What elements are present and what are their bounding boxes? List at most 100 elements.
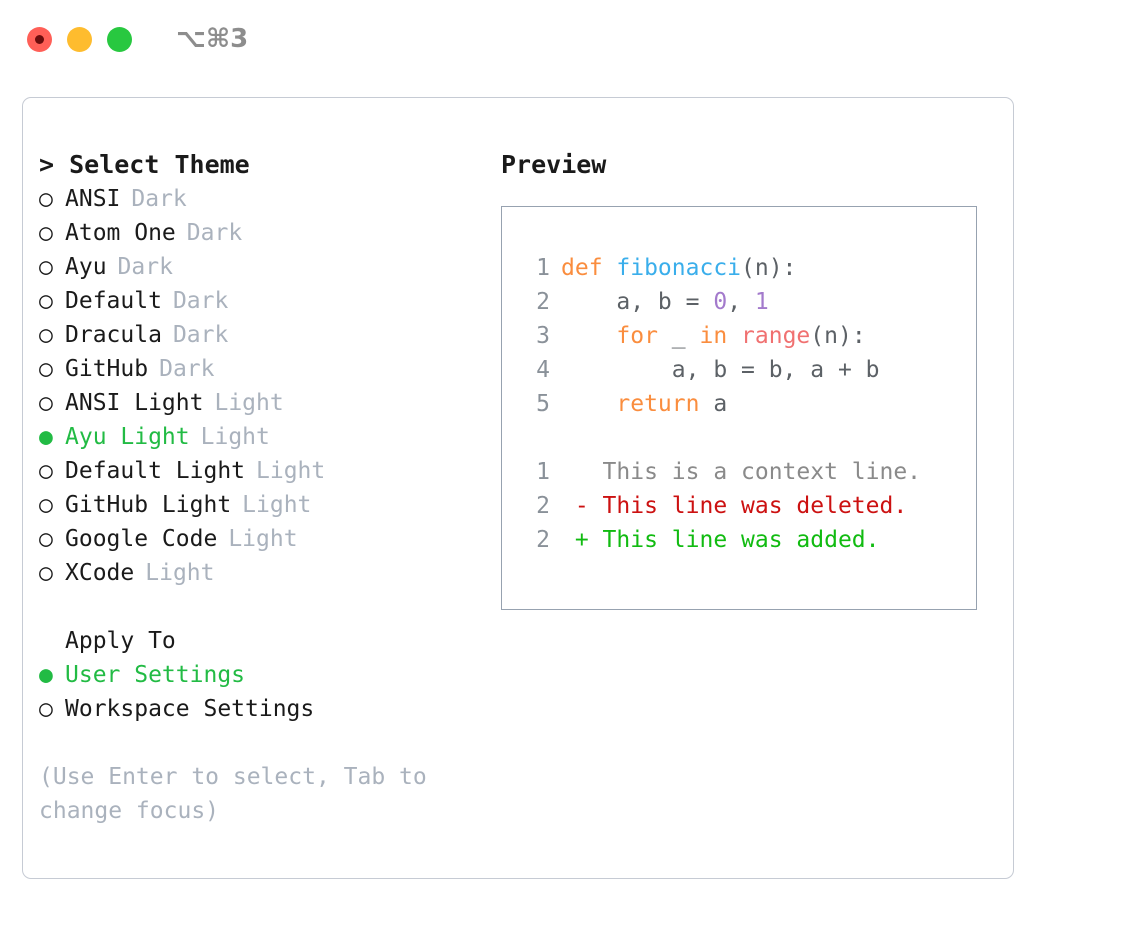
maximize-button[interactable] [107, 26, 132, 52]
radio-unselected-icon: ○ [39, 254, 53, 280]
radio-selected-icon: ● [39, 424, 53, 450]
theme-option-label: Google Code [65, 526, 218, 552]
radio-unselected-icon: ○ [39, 560, 53, 586]
apply-to-option-workspace-settings[interactable]: ○ Workspace Settings [39, 692, 499, 726]
theme-option-google-code[interactable]: ○ Google Code Light [39, 522, 499, 556]
theme-option-github-light[interactable]: ○ GitHub Light Light [39, 488, 499, 522]
title-bar: ⌥⌘3 [0, 0, 1140, 78]
radio-unselected-icon: ○ [39, 288, 53, 314]
token-txt [561, 391, 616, 417]
radio-unselected-icon: ○ [39, 356, 53, 382]
theme-option-tag: Dark [131, 186, 187, 212]
radio-unselected-icon: ○ [39, 458, 53, 484]
code-line: 2 a, b = 0, 1 [520, 285, 976, 319]
code-line-content: for _ in range(n): [561, 319, 866, 353]
radio-selected-icon: ● [39, 662, 53, 688]
theme-option-tag: Light [256, 458, 326, 484]
keyboard-hint-text: (Use Enter to select, Tab to change focu… [39, 764, 427, 824]
radio-unselected-icon: ○ [39, 526, 53, 552]
token-txt: (n): [810, 323, 866, 349]
code-line: 5 return a [520, 387, 976, 421]
code-line-content: return a [561, 387, 727, 421]
radio-unselected-icon: ○ [39, 492, 53, 518]
line-number: 2 [536, 527, 550, 553]
recording-indicator-icon [35, 34, 44, 44]
close-button[interactable] [27, 26, 52, 52]
token-txt [561, 323, 616, 349]
diff-line: 2 + This line was added. [520, 523, 976, 557]
theme-option-tag: Dark [172, 322, 229, 348]
minimize-button[interactable] [67, 26, 92, 52]
code-line-content: + This line was added. [561, 523, 880, 557]
token-del: - This line was deleted. [561, 493, 908, 519]
apply-to-option-user-settings[interactable]: ● User Settings [39, 658, 499, 692]
theme-option-label: Ayu Light [65, 424, 190, 450]
theme-option-tag: Dark [159, 356, 215, 382]
theme-option-label: Ayu [65, 254, 107, 280]
theme-option-label: Default Light [65, 458, 246, 484]
line-number: 3 [536, 323, 550, 349]
apply-to-option-label: User Settings [65, 662, 246, 688]
theme-option-dracula[interactable]: ○ Dracula Dark [39, 318, 499, 352]
token-kw: in [699, 323, 728, 349]
theme-option-label: GitHub Light [65, 492, 232, 518]
apply-to-option-label: Workspace Settings [65, 696, 315, 722]
code-line-content: a, b = 0, 1 [561, 285, 768, 319]
token-fn: fibonacci [616, 255, 742, 281]
diff-line: 2 - This line was deleted. [520, 489, 976, 523]
code-line-content: - This line was deleted. [561, 489, 907, 523]
apply-to-list[interactable]: ● User Settings ○ Workspace Settings [39, 658, 499, 726]
keyboard-shortcut-label: ⌥⌘3 [176, 24, 249, 54]
preview-header: Preview [501, 150, 607, 179]
theme-option-default-light[interactable]: ○ Default Light Light [39, 454, 499, 488]
line-number: 4 [536, 357, 550, 383]
token-txt: _ [657, 323, 700, 349]
radio-unselected-icon: ○ [39, 322, 53, 348]
line-number: 2 [536, 289, 550, 315]
apply-to-header: Apply To [65, 628, 176, 654]
diff-sample: 1 This is a context line. 2 - This line w… [520, 455, 976, 557]
token-txt: a, b = b, a + b [561, 357, 880, 383]
line-number: 1 [536, 459, 550, 485]
theme-option-tag: Light [228, 526, 298, 552]
token-add: + This line was added. [561, 527, 880, 553]
theme-option-label: Dracula [65, 322, 162, 348]
token-kw: for [616, 323, 658, 349]
theme-option-label: GitHub [65, 356, 149, 382]
code-line-content: def fibonacci(n): [561, 251, 796, 285]
code-line-content: a, b = b, a + b [561, 353, 880, 387]
token-num: 0 [713, 289, 728, 315]
line-number: 2 [536, 493, 550, 519]
theme-option-tag: Light [214, 390, 284, 416]
theme-option-label: Default [65, 288, 162, 314]
theme-option-tag: Light [242, 492, 312, 518]
code-diff-separator [520, 421, 976, 455]
line-number: 5 [536, 391, 550, 417]
token-ctx: This is a context line. [561, 459, 922, 485]
radio-unselected-icon: ○ [39, 186, 53, 212]
token-txt: a, b = [561, 289, 714, 315]
select-theme-header: > Select Theme [39, 150, 250, 179]
token-bi: range [741, 323, 811, 349]
code-line: 3 for _ in range(n): [520, 319, 976, 353]
code-line-content: This is a context line. [561, 455, 922, 489]
theme-option-github[interactable]: ○ GitHub Dark [39, 352, 499, 386]
token-txt: (n): [741, 255, 797, 281]
theme-option-label: ANSI Light [65, 390, 204, 416]
radio-unselected-icon: ○ [39, 696, 53, 722]
token-kw: def [561, 255, 617, 281]
